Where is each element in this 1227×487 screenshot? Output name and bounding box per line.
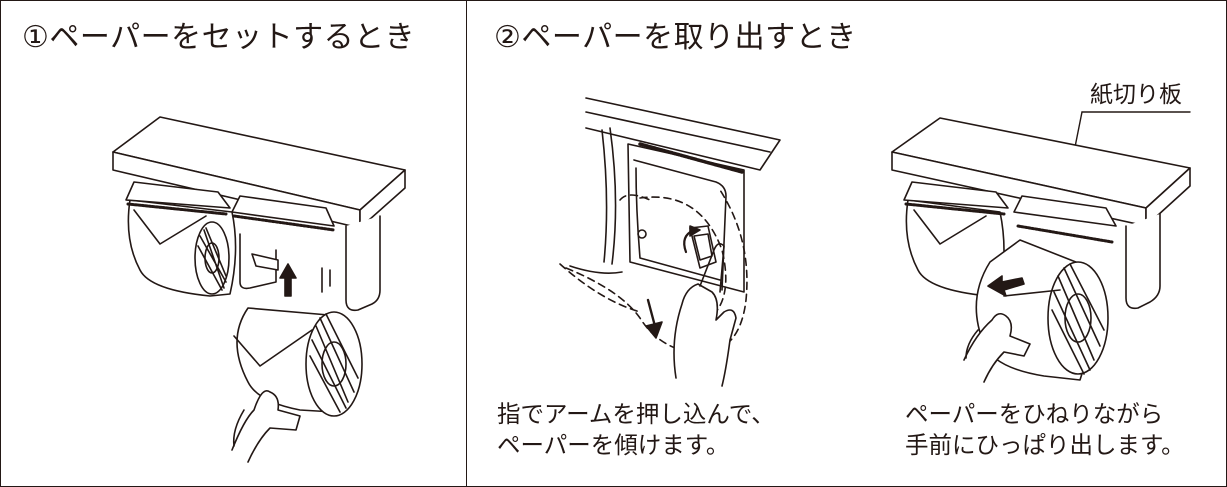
set-paper-heading: ①ペーパーをセットするとき <box>22 20 416 55</box>
holder-illustration-pull <box>892 112 1190 382</box>
remove-paper-heading: ②ペーパーを取り出すとき <box>494 20 857 55</box>
paper-cutter-label: 紙切り板 <box>1090 82 1182 108</box>
step1-caption-line2: ペーパーを傾けます。 <box>497 431 730 459</box>
section-divider <box>466 0 467 487</box>
step1-caption-line1: 指でアームを押し込んで、 <box>497 400 775 428</box>
step2-caption-line1: ペーパーをひねりながら <box>905 400 1164 428</box>
step2-caption-line2: 手前にひっぱり出します。 <box>905 431 1185 459</box>
holder-illustration-arm <box>560 98 780 386</box>
holder-illustration-set <box>113 117 405 462</box>
